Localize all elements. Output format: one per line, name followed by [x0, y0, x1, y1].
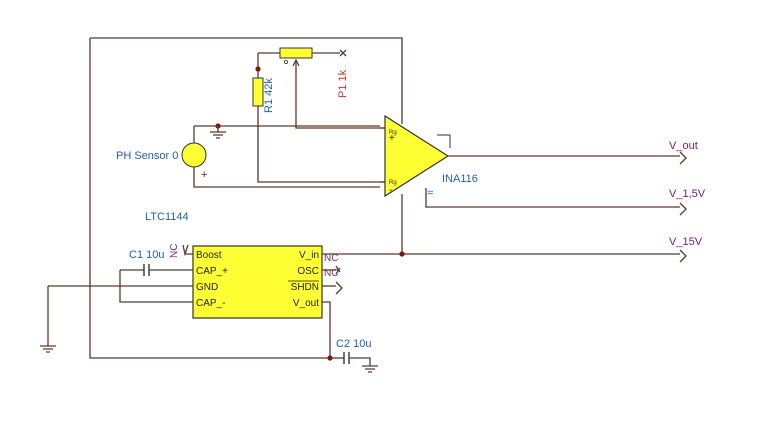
ltc-pin-osc: OSC: [297, 266, 319, 277]
v-1-5-terminal[interactable]: [679, 202, 687, 216]
capacitor-c2[interactable]: C2 10u: [322, 301, 371, 366]
ltc-pin-cap-minus: CAP_-: [196, 298, 225, 309]
ina-guard-symbol: ≈: [427, 187, 433, 199]
ph-sensor-plus-sign: +: [201, 169, 207, 181]
net-v-15: V_15V: [669, 236, 703, 248]
nc-boost-label: NC: [169, 244, 180, 258]
ltc-pin-boost: Boost: [196, 250, 222, 261]
ina-rg-plus-pin: Rg: [389, 130, 397, 136]
net-v-out: V_out: [669, 140, 698, 152]
ina-rg-minus-pin: Rg: [389, 180, 397, 186]
v-15-terminal[interactable]: [679, 249, 687, 263]
resistor-r1[interactable]: R1 42k: [252, 53, 386, 183]
c1-label: C1 10u: [129, 249, 164, 261]
v-1-5-wire: [425, 188, 680, 208]
nc-osc-label: NC: [324, 268, 338, 279]
capacitor-c1[interactable]: C1 10u: [119, 249, 193, 303]
junction-dot: [255, 66, 261, 72]
junction-dot: [399, 251, 405, 257]
c2-label: C2 10u: [336, 338, 371, 350]
ltc-pin-cap-plus: CAP_+: [196, 266, 228, 277]
net-v-1-5: V_1,5V: [669, 188, 706, 200]
ground-symbol: [40, 345, 56, 353]
ltc-pin-v-out: V_out: [293, 298, 319, 309]
ltc1144-label: LTC1144: [145, 211, 189, 223]
potentiometer-p1[interactable]: P1 1k: [258, 47, 386, 129]
ltc-pin-shdn: SHDN: [291, 282, 319, 293]
ph-sensor-label: PH Sensor 0: [116, 150, 178, 162]
ground-symbol: [210, 126, 226, 139]
svg-text:-: -: [389, 185, 392, 196]
p1-label: P1 1k: [337, 69, 349, 98]
ina116-amplifier[interactable]: Rg Rg + - INA116 ≈: [380, 114, 478, 254]
ground-symbol: [362, 365, 378, 373]
ltc-pin-gnd: GND: [196, 282, 218, 293]
ina116-label: INA116: [442, 173, 478, 185]
nc-boost-marker: [182, 244, 193, 257]
nc-vin-label: NC: [324, 253, 338, 264]
ltc-pin-v-in: V_in: [299, 250, 319, 261]
junction-dot: [327, 355, 333, 361]
ltc1144-chip[interactable]: LTC1144 Boost CAP_+ GND CAP_- V_in OSC S…: [145, 211, 323, 319]
shdn-terminal[interactable]: [335, 281, 343, 295]
ph-sensor-source[interactable]: PH Sensor 0 +: [116, 126, 380, 188]
nc-osc-marker: [322, 265, 341, 275]
v-out-terminal[interactable]: [679, 151, 687, 165]
outer-wire-loop: [89, 37, 403, 359]
svg-text:+: +: [389, 133, 395, 144]
r1-label: R1 42k: [263, 78, 275, 113]
